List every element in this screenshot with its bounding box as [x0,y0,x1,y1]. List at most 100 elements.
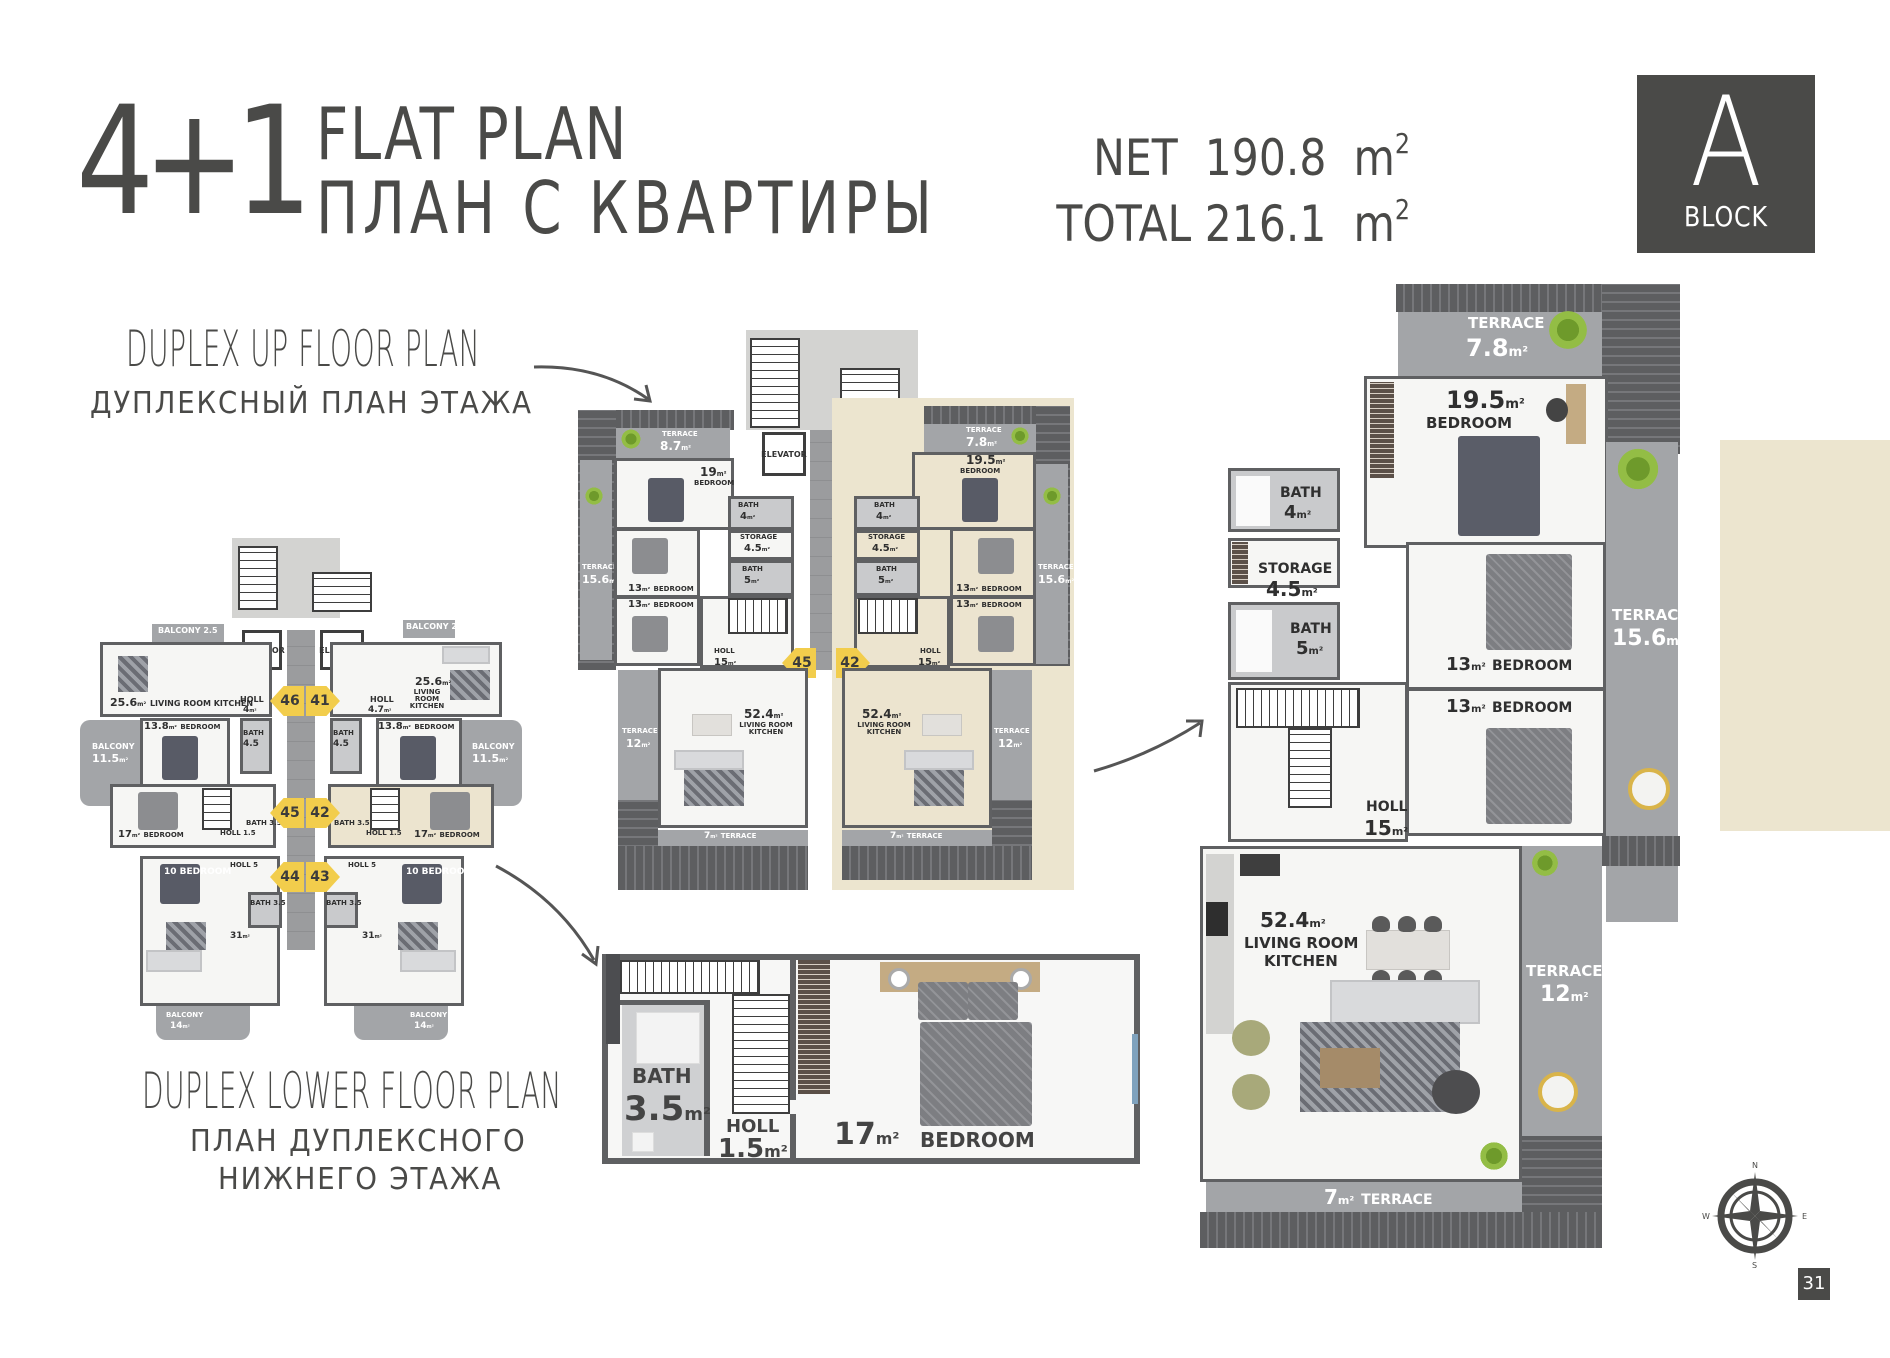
room-label: 5m² [744,575,760,586]
room-label: HOLL [240,695,264,704]
room-label: 15m² [918,657,941,668]
wall [790,1114,796,1158]
room-label: 52.4m² [744,707,784,721]
room-label: BALCONY [472,742,515,751]
room-label: 15.6m² [1038,573,1075,586]
room-label: 17m² BEDROOM [414,829,480,840]
rug [914,770,964,806]
page-number: 31 [1798,1268,1830,1300]
svg-text:S: S [1752,1261,1757,1268]
room-label: TERRACE [1038,563,1074,571]
wall [704,1004,710,1156]
caption-duplex-up-en: DUPLEX UP FLOOR PLAN [126,320,481,378]
stairs [1236,688,1360,728]
sink-icon [632,1132,654,1152]
room-label: TERRACE [1526,962,1603,980]
unit-type-title: 4+1 [76,75,313,249]
room-label: STORAGE [868,533,906,541]
unit-41-bath [330,718,362,774]
wardrobe [1370,382,1394,478]
room-label: 19m² [700,465,727,479]
room-label: LIVING ROOM KITCHEN [739,721,793,736]
room-label: 15.6m² [1612,626,1685,651]
sofa [1330,980,1480,1024]
stairs [238,546,278,610]
arrow-icon [1093,719,1204,773]
stairs [732,994,790,1114]
wall [602,954,1140,960]
room-label: 31m² [362,931,382,941]
table-icon [1538,1072,1578,1112]
bath-2 [854,560,920,596]
unit-44-bath [248,892,282,928]
room-label: 10 BEDROOM [406,867,474,877]
room-label: 17m² [834,1117,900,1152]
room-label: 4.5 [243,739,259,749]
bed [978,616,1014,652]
bed [160,864,200,904]
room-label: BALCONY [410,1011,448,1019]
shelves [1232,542,1248,584]
bed [978,538,1014,574]
room-label: BALCONY [166,1011,204,1019]
room-label: 13m² BEDROOM [628,599,694,610]
room-label: 17m² BEDROOM [118,829,184,840]
room-label: 13m² BEDROOM [1446,696,1573,717]
dining-table [922,714,962,736]
lamp-icon [888,968,910,990]
room-label: 3.5m² [624,1089,711,1129]
bed [138,792,178,830]
room-label: 8.7m² [660,439,692,453]
room-label: HOLL [714,647,735,655]
rug [684,770,744,806]
unit-46-bath [240,718,272,774]
caption-duplex-lower-ru-2: НИЖНЕГО ЭТАЖА [218,1162,503,1197]
svg-text:W: W [1702,1212,1710,1221]
room-label: BATH 3.5 [326,899,362,907]
room-label: 13m² BEDROOM [956,599,1022,610]
svg-text:N: N [1752,1161,1758,1170]
net-area: NET 190.8 m2 [1093,127,1410,187]
sofa [904,750,974,770]
plant-icon [1010,426,1030,446]
block-word: BLOCK [1684,200,1768,233]
room-label: BATH [876,565,897,573]
room-label: 4.5 [333,739,349,749]
room-label: LIVING ROOM [1244,934,1359,952]
room-label: 1.5m² [718,1134,788,1164]
shower-icon [636,1012,700,1064]
sofa [674,750,744,770]
deck [578,410,734,430]
room-label: LIVING ROOM KITCHEN [857,721,911,736]
room-label: 12m² [1540,982,1589,1007]
terrace-bottom [1206,1182,1522,1212]
page-title-en: FLAT PLAN [316,92,629,176]
bed [632,538,668,574]
armchair-icon [1232,1020,1270,1056]
lower-floor-detail-plan: BATH 3.5m² HOLL 1.5m² 17m² BEDROOM [602,954,1142,1172]
room-label: TERRACE [1612,606,1689,624]
upper-floor-detail-plan: TERRACE 7.8m² 19.5m² BEDROOM TERRACE 15.… [1196,272,1696,1252]
room-label: BATH [333,729,354,737]
arrow-icon [533,365,652,403]
room-label: BEDROOM [694,479,735,487]
room-label: 15m² [1364,816,1409,840]
wardrobe [798,960,830,1094]
dining-table [1366,930,1450,970]
chair-icon [1424,916,1442,932]
page-title-ru: ПЛАН С КВАРТИРЫ [316,166,937,250]
area-summary: NET 190.8 m2 TOTAL 216.1 m2 [994,118,1410,250]
plant-icon [620,428,642,450]
room-label: BALCONY 2.5 [406,622,466,631]
room-label: 11.5m² [92,752,129,765]
wall [602,954,608,1164]
upper-floor-overview-plan: ELEVATOR ELEVATOR TERRACE 8.7m² TERRACE … [574,330,1074,890]
caption-duplex-lower-en: DUPLEX LOWER FLOOR PLAN [142,1062,562,1120]
block-badge: A BLOCK [1637,75,1815,253]
stairs [1288,728,1332,808]
room-label: HOLL 1.5 [220,829,256,837]
room-label: TERRACE [662,430,698,438]
sofa [442,646,490,664]
plant-icon [1616,444,1660,494]
stairs [312,572,372,612]
